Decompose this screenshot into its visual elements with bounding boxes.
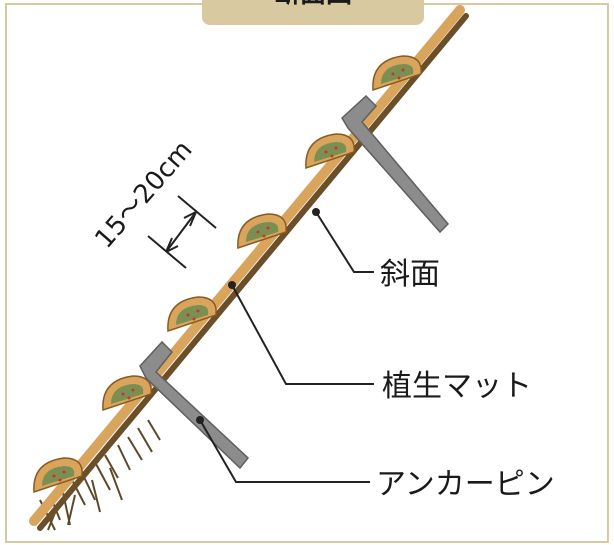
label-mat: 植生マット: [382, 369, 532, 404]
roots: [39, 419, 161, 531]
seed-pocket: [237, 213, 287, 250]
leader-anchor-pin: [196, 416, 370, 483]
label-slope: 斜面: [380, 257, 440, 292]
anchor-pin-upper: [341, 94, 450, 234]
dimension-label: 15〜20cm: [89, 135, 198, 254]
seed-pocket: [167, 296, 217, 333]
vegetation-mat-band: [29, 5, 465, 526]
title-tab-label: 断面図: [274, 0, 352, 9]
leader-slope: [312, 208, 374, 273]
title-tab: 断面図: [202, 0, 424, 25]
seed-pockets: [33, 55, 422, 494]
seed-pocket: [372, 55, 422, 92]
dimension-indicator: [147, 195, 217, 269]
seed-pocket: [102, 375, 152, 412]
label-anchor-pin: アンカーピン: [376, 467, 555, 502]
slope-ground-line: [37, 13, 469, 531]
leader-mat: [228, 281, 374, 385]
anchor-pin-lower: [139, 340, 250, 470]
seed-pocket: [33, 457, 83, 494]
seed-pocket: [305, 133, 355, 170]
